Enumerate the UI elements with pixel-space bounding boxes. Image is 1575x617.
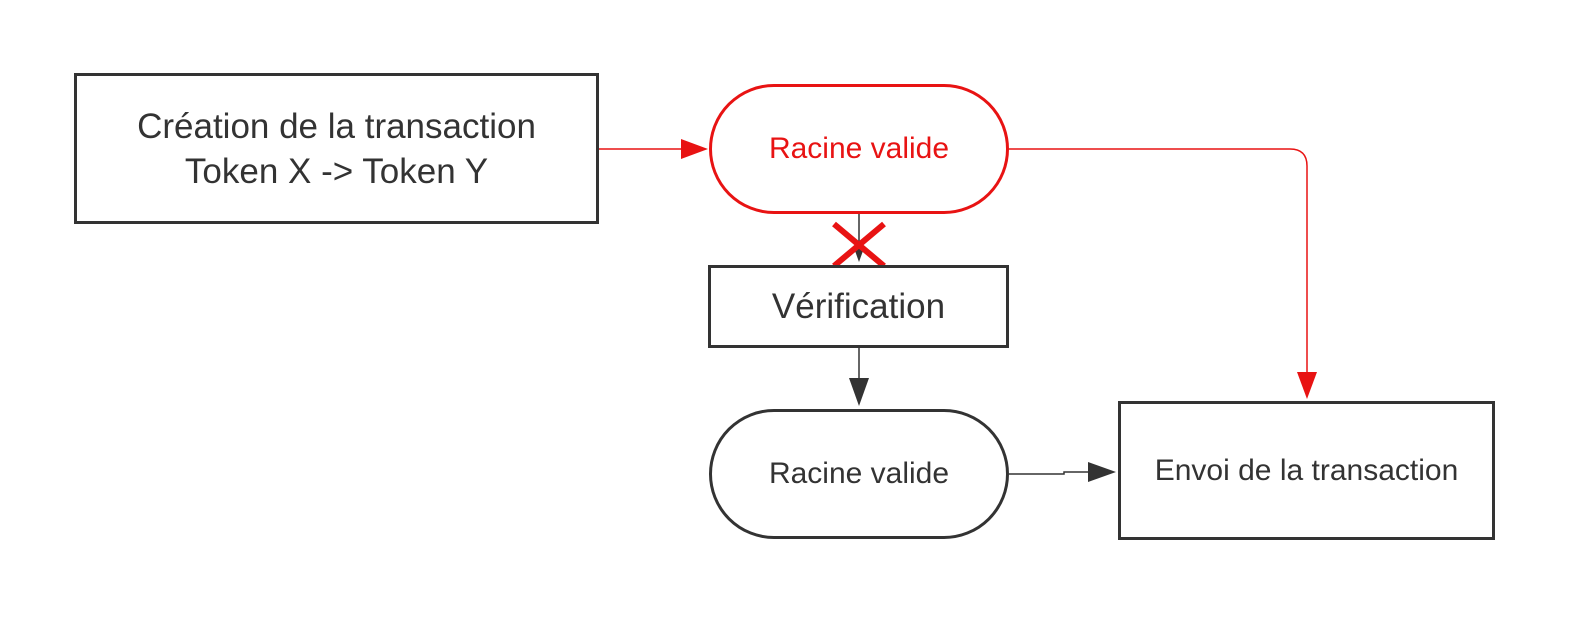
creation-line-2: Token X -> Token Y: [184, 151, 489, 191]
envoi-label: Envoi de la transaction: [1154, 453, 1459, 487]
cross-icon: [832, 221, 886, 269]
arrow-creation-to-racine: [599, 139, 708, 159]
arrow-racine-bottom-to-envoi: [1009, 462, 1116, 482]
racine-valide-top-terminal: Racine valide: [709, 84, 1009, 214]
racine-valide-top-label: Racine valide: [768, 132, 950, 165]
verification-box: Vérification: [708, 265, 1009, 348]
racine-valide-bottom-label: Racine valide: [768, 457, 950, 490]
verification-label: Vérification: [771, 286, 946, 326]
arrow-verification-to-racine: [849, 348, 869, 406]
creation-line-1: Création de la transaction: [137, 106, 536, 146]
racine-valide-bottom-terminal: Racine valide: [709, 409, 1009, 539]
arrow-racine-to-envoi: [1009, 148, 1317, 399]
arrow-racine-to-verification: [854, 214, 864, 262]
envoi-transaction-box: Envoi de la transaction: [1118, 401, 1495, 540]
creation-transaction-box: Création de la transaction Token X -> To…: [74, 73, 599, 224]
